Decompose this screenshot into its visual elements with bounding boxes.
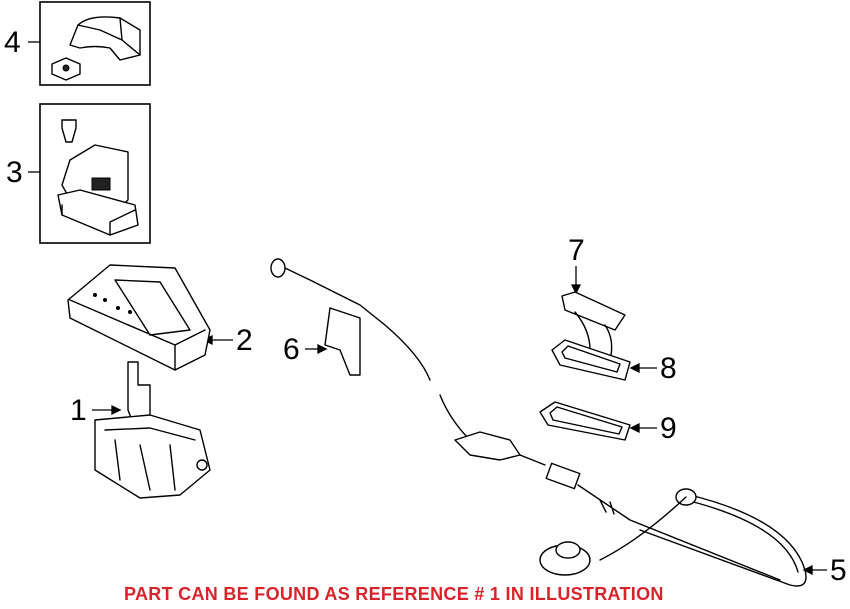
callout-9: 9 bbox=[660, 412, 677, 445]
reference-caption: PART CAN BE FOUND AS REFERENCE # 1 IN IL… bbox=[124, 584, 664, 604]
part-9-gasket bbox=[539, 401, 631, 441]
callout-4: 4 bbox=[4, 26, 21, 59]
callout-7: 7 bbox=[568, 234, 585, 267]
callout-3: 3 bbox=[6, 156, 23, 189]
part-4-box bbox=[39, 1, 151, 86]
leader-lines bbox=[28, 41, 827, 576]
part-3-box bbox=[39, 103, 151, 244]
part-3-shift-knob bbox=[57, 119, 139, 236]
part-1-shifter-assembly bbox=[94, 361, 211, 499]
part-7-switch bbox=[561, 291, 626, 361]
part-6-shift-cable bbox=[270, 258, 781, 581]
part-8-frame bbox=[551, 339, 631, 381]
callout-6: 6 bbox=[283, 333, 300, 366]
part-5-cable-loop bbox=[539, 488, 807, 587]
callout-5: 5 bbox=[830, 554, 847, 587]
part-4-cover bbox=[51, 16, 141, 81]
callout-8: 8 bbox=[660, 352, 677, 385]
callout-1: 1 bbox=[70, 394, 87, 427]
callout-2: 2 bbox=[236, 324, 253, 357]
part-2-bezel bbox=[67, 264, 211, 371]
